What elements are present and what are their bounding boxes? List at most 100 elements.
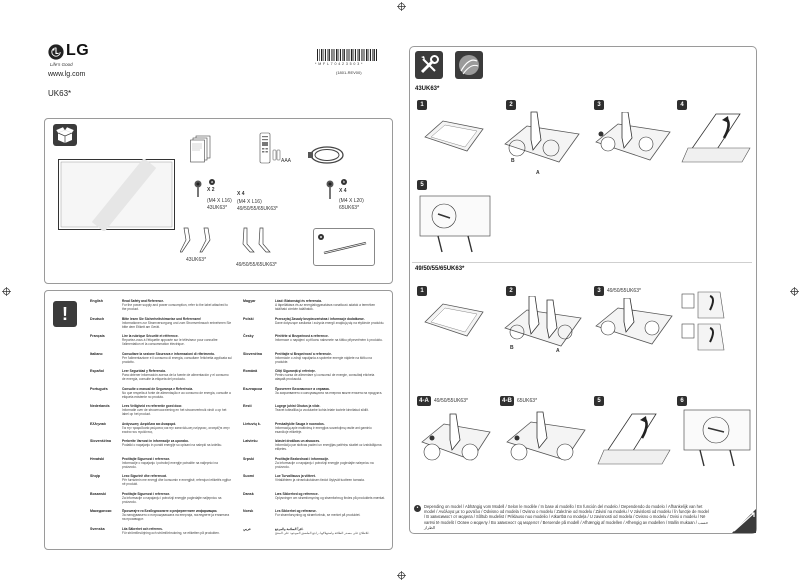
language-name: Shqip	[90, 474, 100, 478]
language-name: Bosanski	[90, 491, 106, 496]
language-text: Lásd: Biztonsági és referencia.A tápellá…	[275, 299, 385, 317]
language-text: Läs Säkerhet och referens.För strömförsö…	[122, 527, 232, 545]
language-column-right: Magyar Lásd: Biztonsági és referencia.A t…	[243, 299, 388, 544]
language-body: Dane dotyczące zasilania i zużycia energ…	[275, 320, 385, 325]
sec1-step-1: 1	[417, 100, 427, 110]
language-name: Български	[243, 386, 263, 391]
manual-documents-icon	[190, 135, 212, 163]
language-text: Lexo Sigurinë dhe referencat.Për furnizi…	[122, 474, 232, 492]
language-name: Español	[90, 369, 104, 373]
language-entry: Bosanski Pročitajte Sigurnost i reference…	[90, 492, 235, 510]
language-title: Consulte o manual de Segurança e Referên…	[122, 386, 194, 391]
screw-b-models: 65UK63*	[339, 205, 360, 211]
language-body: Reportez-vous à l'étiquette apposée sur …	[122, 338, 218, 347]
language-text: Ανάγνωση: Ασφάλεια και Αναφορά.Για την τ…	[122, 422, 232, 440]
cable-holder-icon	[313, 228, 375, 266]
language-title: Preberite Varnost in informacije za upor…	[122, 439, 189, 443]
language-name: Română	[243, 369, 258, 373]
language-name: Eesti	[243, 404, 252, 408]
sec2-step-5: 5	[594, 396, 604, 406]
language-text: Pročitajte Sigurnost i reference.Za info…	[122, 492, 232, 510]
language-title: Les Sikkerhet og referanse.	[275, 509, 317, 513]
language-name: Slovenščina	[90, 439, 111, 443]
soft-cloth-icon	[455, 51, 483, 79]
language-text: Lees Veiligheid en referentie goed door.…	[122, 404, 232, 422]
language-text: Pročitajte Sigurnost i reference.Informa…	[122, 457, 232, 475]
barcode-number: * M F L 7 0 4 2 3 5 0 3 *	[315, 62, 363, 66]
sec2-step-4a-models: 49/50/55UK63*	[434, 398, 468, 404]
screw-b-size: (M4 X L20)	[339, 198, 364, 204]
language-name: Português	[90, 386, 108, 391]
language-body: Podatki o napajanju in porabi energije s…	[122, 443, 223, 448]
language-text: Lugege juhist Ohutus ja viide.Teavet toi…	[275, 404, 385, 422]
language-title: Pročitajte Bezbednost i informacije.	[275, 456, 330, 461]
sec2-step-1: 1	[417, 286, 427, 296]
sec1-step-4-illustration	[680, 108, 754, 164]
footnote-bullet-icon: •	[414, 505, 421, 512]
language-body: Teavet toiteallika ja voolutarbe kohta l…	[275, 408, 369, 413]
language-body: Informatie over de stroomvoorziening en …	[122, 408, 227, 417]
language-name: Dansk	[243, 491, 254, 496]
language-entry: Dansk Læs Sikkerhed og reference.Oplysnin…	[243, 492, 388, 510]
sec1-step-2-illustration	[503, 110, 581, 174]
sec2-step-3: 3	[594, 286, 604, 296]
language-name: Magyar	[243, 299, 256, 303]
language-entry: Svenska Läs Säkerhet och referens.För str…	[90, 527, 235, 545]
language-text: Bitte lesen Sie Sicherheitshinweise und …	[122, 317, 232, 335]
language-text: اقرأ السلامة والمرجع.للاطلاع على مصدر ال…	[275, 527, 385, 545]
website: www.lg.com	[48, 71, 86, 78]
language-entry: Português Consulte o manual de Segurança …	[90, 387, 235, 405]
language-title: Przeczytaj Zasady bezpieczeństwa i infor…	[275, 316, 365, 321]
language-text: Izlasiet drošības un atsauces.Informācij…	[275, 439, 385, 457]
language-name: Suomi	[243, 474, 254, 478]
language-body: Informácie o zdroji napájania a spotrebe…	[275, 355, 372, 364]
screw-a-count: X 2	[207, 187, 215, 193]
language-name: Italiano	[90, 351, 103, 356]
language-name: Latviešu	[243, 439, 258, 443]
language-name: عربي	[243, 526, 252, 531]
language-body: Za informacije o napajanju i potrošnji e…	[275, 460, 374, 469]
language-title: Lásd: Biztonsági és referencia.	[275, 299, 322, 303]
language-title: Prečítajte si Bezpečnosť a referencie.	[275, 351, 332, 356]
screw-mid-models: 49/50/55/65UK63*	[237, 206, 278, 212]
language-title: Izlasiet drošības un atsauces.	[275, 439, 320, 443]
sec2-step-4b-illustration	[505, 408, 587, 472]
screw-a-icon	[191, 180, 205, 198]
stand-small-icon	[179, 226, 220, 254]
language-title: Прочитајте ги Безбедносните и референтни…	[122, 509, 218, 513]
language-name: Français	[90, 334, 105, 338]
language-title: Leer Seguridad y Referencia.	[122, 369, 166, 373]
language-body: For strømforsyning og strømforbruk, se m…	[275, 513, 361, 518]
language-name: Svenska	[90, 526, 105, 531]
language-text: Prečítajte si Bezpečnosť a referencie.In…	[275, 352, 385, 370]
language-title: Pročitajte Sigurnost i reference.	[122, 456, 171, 461]
warning-icon: !	[53, 301, 77, 327]
sec2-step-4a-illustration	[420, 408, 492, 472]
language-title: Læs Sikkerhed og reference.	[275, 491, 319, 496]
language-name: Hrvatski	[90, 456, 105, 461]
language-text: Přečtěte si Bezpečnost a reference.Infor…	[275, 334, 385, 352]
language-text: Preberite Varnost in informacije za upor…	[122, 439, 232, 457]
battery-icon	[272, 149, 277, 161]
language-title: Lue Turvallisuus ja viitteet.	[275, 474, 316, 478]
barcode	[317, 48, 377, 61]
sec1-step-4: 4	[677, 100, 687, 110]
language-body: Për furnizimin me energji dhe konsumin e…	[122, 478, 231, 487]
sec2-step-2-label-a: A	[556, 348, 560, 354]
language-text: Læs Sikkerhed og reference.Oplysninger o…	[275, 492, 385, 510]
registration-mark-bottom	[397, 571, 406, 580]
language-title: Lexo Sigurinë dhe referencat.	[122, 474, 167, 478]
sec2-step-2-illustration	[503, 295, 583, 356]
sec1-step-2-label-b: B	[511, 158, 515, 164]
sec2-step-3-detail-illustration	[680, 288, 752, 352]
tv-illustration	[58, 157, 176, 233]
language-body: Oplysninger om strømforsyning og strømfo…	[275, 495, 386, 500]
language-text: Lue Turvallisuus ja viitteet.Virtalähtee…	[275, 474, 385, 492]
language-body: Για την τροφοδοσία ρεύματος και την κατα…	[122, 425, 230, 434]
